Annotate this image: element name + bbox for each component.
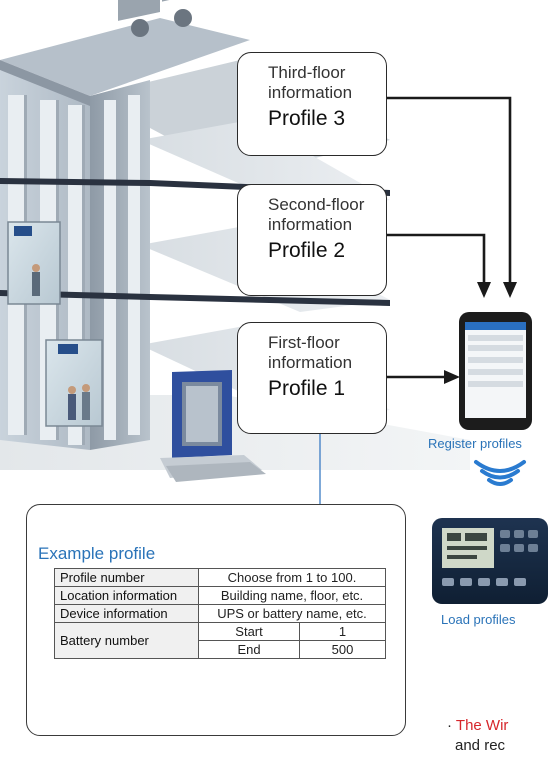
callout-profile-name: Profile 3 [268, 107, 346, 130]
callout-profile-name: Profile 1 [268, 377, 346, 400]
callout-info-line2: information [268, 353, 353, 372]
profile-number-label: Profile number [54, 568, 199, 587]
wireless-note: · The Wir and rec [447, 716, 508, 756]
callout-profile-3: Third-floor information Profile 3 [237, 52, 387, 156]
rooftop-fan-icon [118, 0, 204, 37]
location-info-value: Building name, floor, etc. [198, 586, 386, 605]
note-red-text: The Wir [455, 717, 509, 734]
smartphone-icon [459, 312, 532, 430]
callout-profile-2: Second-floor information Profile 2 [237, 184, 387, 296]
table-row: Location information Building name, floo… [54, 586, 386, 605]
load-profiles-label: Load profiles [441, 612, 516, 627]
wireless-signal-icon [474, 460, 526, 486]
location-info-label: Location information [54, 586, 199, 605]
example-profile-title: Example profile [38, 544, 156, 563]
callout-info-line2: information [268, 215, 353, 234]
register-profiles-label: Register profiles [428, 436, 522, 451]
elevator-cabin-lower [45, 339, 103, 427]
battery-end-label: End [197, 640, 301, 659]
table-row: Device information UPS or battery name, … [54, 604, 386, 623]
battery-start-label: Start [197, 622, 301, 641]
callout-info-line1: Second-floor [268, 195, 365, 214]
table-row: Battery number Start 1 [54, 622, 386, 659]
table-row: Profile number Choose from 1 to 100. [54, 568, 386, 587]
callout-info-line1: First-floor [268, 333, 340, 352]
note-second-line: and rec [455, 737, 506, 754]
profile-number-value: Choose from 1 to 100. [198, 568, 386, 587]
note-bullet: · [447, 717, 456, 734]
callout-info-line1: Third-floor [268, 63, 346, 82]
battery-start-value: 1 [299, 622, 386, 641]
table-row: End 500 [55, 640, 386, 659]
building-entrance [160, 370, 266, 482]
roof [0, 18, 250, 96]
battery-number-label: Battery number [54, 622, 199, 659]
callout-profile-1: First-floor information Profile 1 [237, 322, 387, 434]
callout-info-line2: information [268, 83, 353, 102]
elevator-cabin-upper [7, 221, 61, 305]
device-info-value: UPS or battery name, etc. [198, 604, 386, 623]
measuring-device-icon [432, 518, 548, 604]
callout-profile-name: Profile 2 [268, 239, 346, 262]
battery-end-value: 500 [299, 640, 386, 659]
example-profile-table: Profile number Choose from 1 to 100. Loc… [54, 568, 386, 659]
device-info-label: Device information [54, 604, 199, 623]
